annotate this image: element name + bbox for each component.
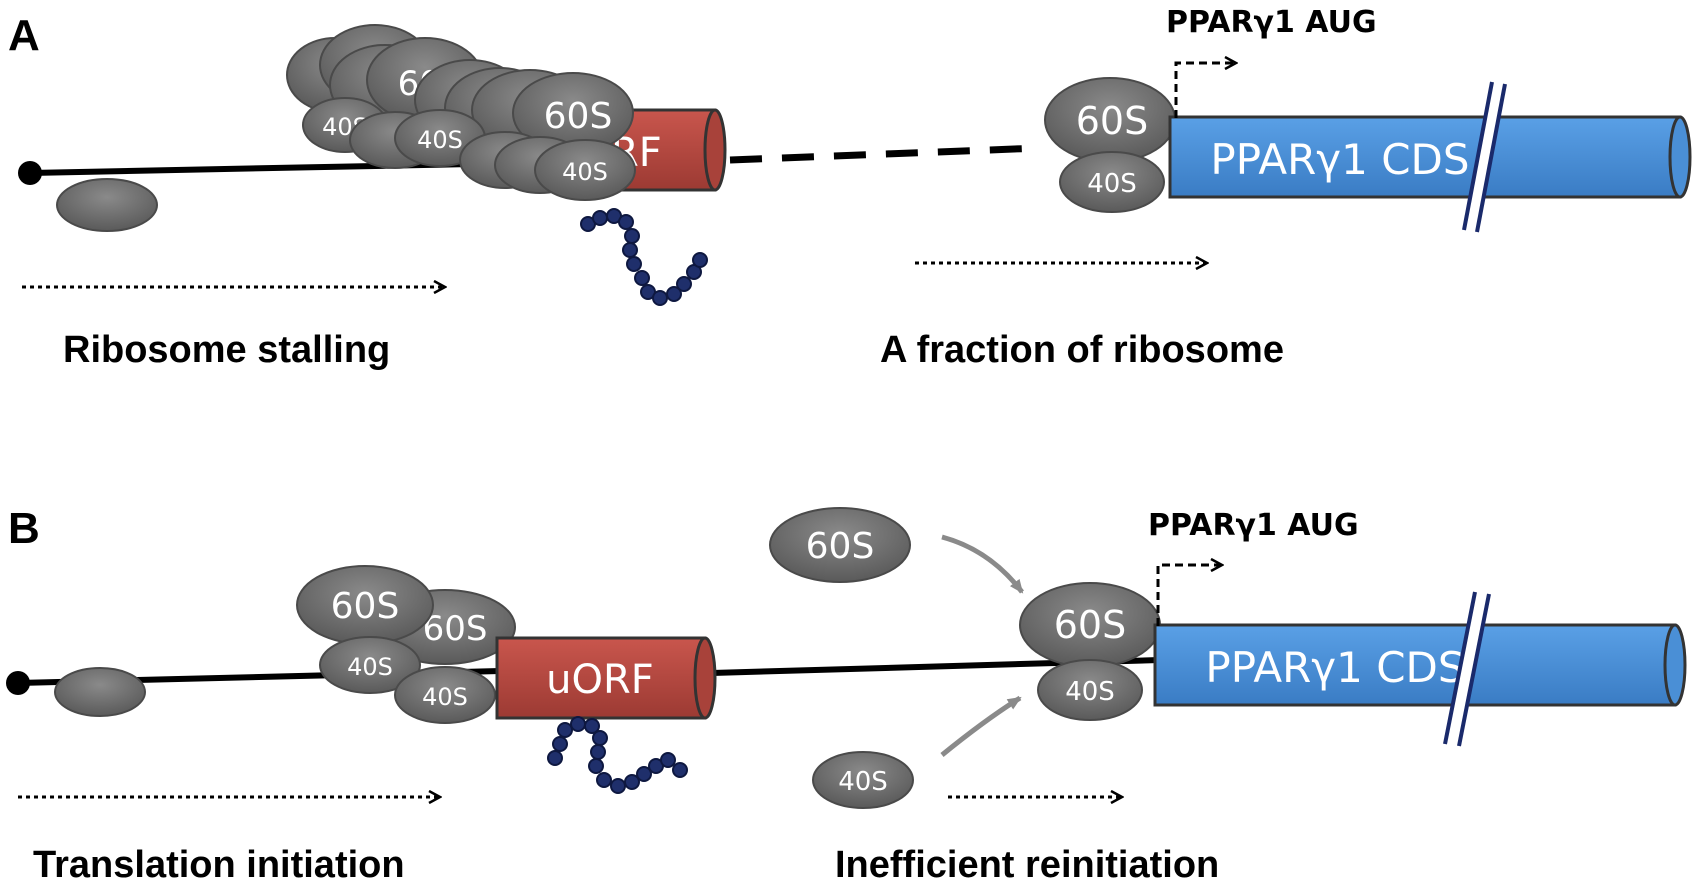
recruit-40s-arrow: [940, 695, 1022, 757]
break-mark: [1445, 590, 1489, 747]
cds-label: PPARγ1 CDS: [1210, 135, 1469, 184]
aug-start-arrow: [1156, 565, 1222, 626]
cds-label: PPARγ1 CDS: [1205, 643, 1464, 692]
aug-label: PPARγ1 AUG: [1166, 5, 1377, 40]
ribosome-40s: [394, 666, 496, 724]
free-40s-label: 40S: [838, 767, 888, 797]
break-mark-line: [1475, 83, 1507, 233]
ribosome-60s-label: 60S: [331, 586, 400, 627]
panel-b: B 60S 60S 40S 40S uORF: [6, 504, 1687, 883]
panel-a-letter: A: [8, 11, 40, 60]
break-mark-line: [1462, 81, 1494, 231]
ribosome-40s: [534, 139, 636, 201]
ribosome-60s-label: 60S: [544, 96, 613, 137]
break-mark: [1463, 82, 1505, 234]
free-60s-label: 60S: [806, 526, 875, 567]
uorf-label: uORF: [546, 657, 654, 703]
free-40s-subunit: [812, 751, 914, 809]
ribosome-60s-label: 60S: [1054, 603, 1126, 647]
cds-cylinder: PPARγ1 CDS: [1168, 81, 1692, 234]
ribosome-40s: [1059, 151, 1165, 213]
aug-label: PPARγ1 AUG: [1148, 508, 1359, 543]
reinitiated-ribosome: 60S 40S: [1019, 582, 1161, 721]
ribosome-40s: [1037, 659, 1143, 721]
break-mark-line: [1457, 593, 1491, 747]
scanning-40s-subunit: [54, 667, 146, 717]
caption-ribosome-stalling: Ribosome stalling: [63, 329, 390, 371]
ribosome-40s-label: 40S: [1087, 169, 1137, 199]
ribosome-40s: [319, 636, 421, 694]
caption-translation-initiation: Translation initiation: [33, 844, 405, 883]
caption-ribosome-fraction: A fraction of ribosome: [880, 329, 1284, 371]
scanning-40s-subunit: [56, 178, 158, 232]
caption-inefficient-reinitiation: Inefficient reinitiation: [835, 844, 1219, 883]
ribosome-40s-label: 40S: [422, 683, 468, 711]
nascent-peptide: [580, 208, 708, 306]
recruit-60s-arrow: [941, 534, 1024, 594]
break-mark-line: [1443, 591, 1477, 745]
panel-a: A uORF 60S 60S 40S: [8, 5, 1692, 371]
stalled-ribosome-pile: 60S 60S 40S 40S 40S: [286, 24, 636, 201]
cds-cylinder: PPARγ1 CDS: [1153, 590, 1687, 747]
ribosome-60s-label: 60S: [423, 609, 488, 649]
mrna-dashed-segment: [729, 144, 1041, 164]
ribosome-40s-label: 40S: [1065, 677, 1115, 707]
aug-start-arrow: [1174, 63, 1236, 118]
ribosome-at-aug: 60S 40S: [1044, 77, 1176, 213]
ribosome-40s-label: 40S: [417, 126, 463, 154]
uorf-cylinder: uORF: [495, 636, 717, 720]
free-60s-subunit: [769, 507, 911, 583]
nascent-peptide: [547, 716, 688, 794]
panel-b-letter: B: [8, 504, 40, 553]
ribosome-40s-label: 40S: [347, 653, 393, 681]
initiating-ribosomes: 60S 60S 40S 40S: [296, 565, 516, 724]
ribosome-40s-label: 40S: [562, 158, 608, 186]
ribosome-60s-label: 60S: [1076, 99, 1148, 143]
